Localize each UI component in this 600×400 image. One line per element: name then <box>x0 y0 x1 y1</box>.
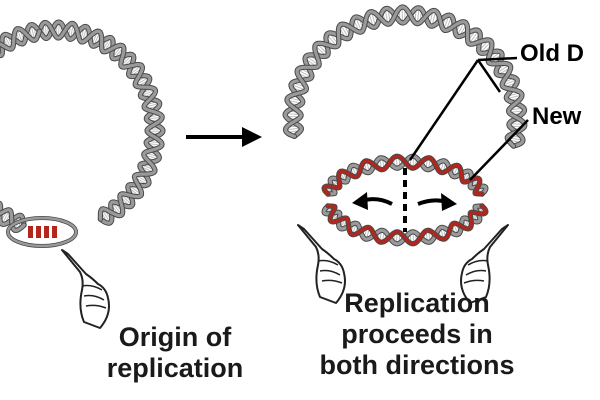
left-helix-strand <box>37 20 164 221</box>
dna-circle-origin <box>0 19 166 248</box>
caption-line: both directions <box>319 350 515 380</box>
bubble-top-strand <box>322 154 484 196</box>
replication-proceeds-caption: Replication proceeds in both directions <box>282 288 552 381</box>
caption-line: Replication <box>344 288 490 318</box>
new-dna-leader-line <box>469 119 529 181</box>
left-helix-strand-edge <box>36 19 165 222</box>
new-nucleotide <box>28 226 33 238</box>
pointing-hand-icon <box>61 249 110 329</box>
origin-bubble <box>6 216 78 248</box>
fork-arrow-left-icon <box>352 192 393 210</box>
new-nucleotide <box>36 226 41 238</box>
left-helix-2-strand-edge <box>0 22 42 228</box>
pointing-hand-icon <box>460 224 509 304</box>
caption-line: replication <box>106 353 244 383</box>
dna-circle-replicating <box>282 4 528 247</box>
new-nucleotide <box>44 226 49 238</box>
bubble-bottom-strand <box>326 204 488 246</box>
left-helix-2-strand <box>0 23 41 227</box>
arrow-right-icon <box>186 127 262 147</box>
pointing-hand-icon <box>297 224 346 304</box>
old-dna-leader-lines <box>408 56 518 161</box>
left-helix-2-strand-edge <box>0 26 42 234</box>
right-helix-strand <box>283 5 527 148</box>
caption-line: Origin of <box>118 322 232 352</box>
fork-arrow-right-icon <box>417 193 457 211</box>
left-helix-2-strand <box>0 27 41 233</box>
origin-bubble-strand <box>6 216 78 248</box>
new-nucleotide <box>52 226 57 238</box>
origin-of-replication-caption: Origin of replication <box>90 322 260 384</box>
new-dna-label: New <box>532 103 582 130</box>
caption-line: proceeds in <box>341 319 493 349</box>
old-dna-label: Old D <box>520 40 584 67</box>
